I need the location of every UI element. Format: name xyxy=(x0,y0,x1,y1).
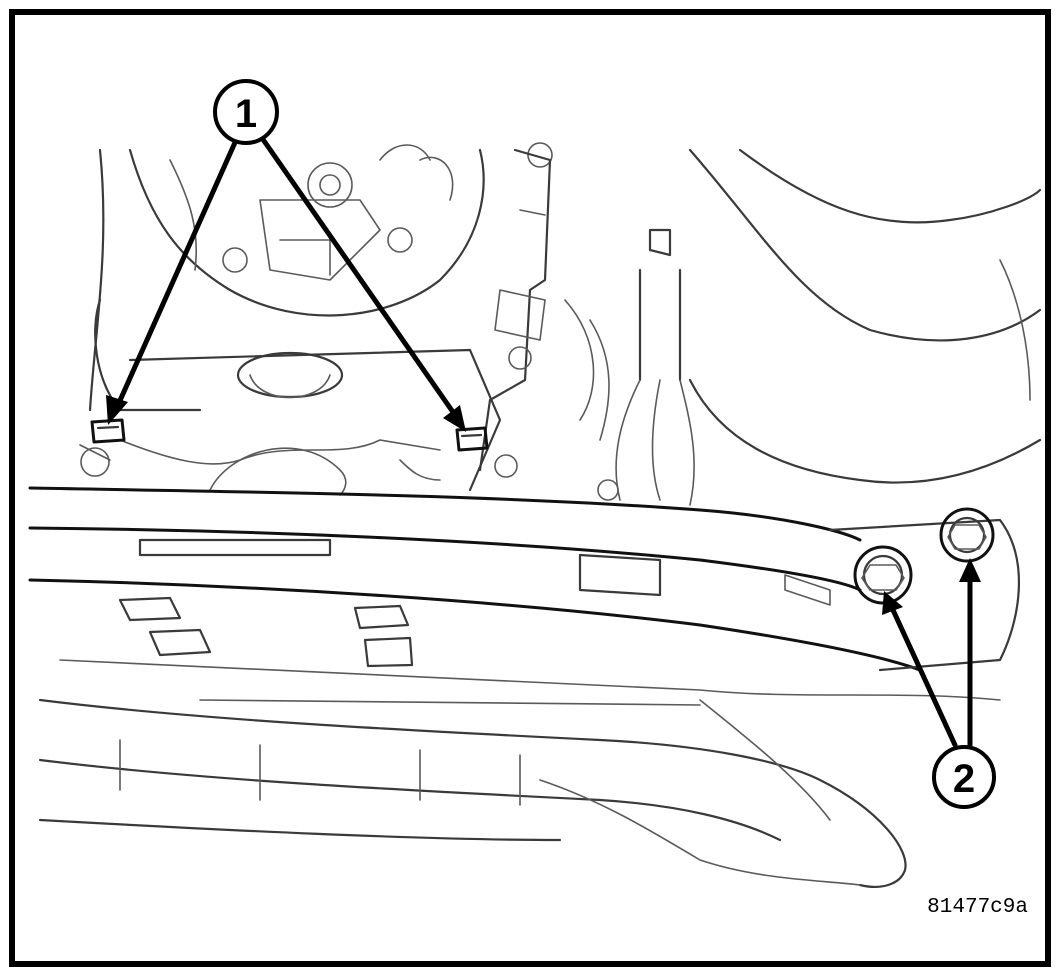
callout-2: 2 xyxy=(932,745,996,809)
leader-arrows-1 xyxy=(106,135,466,432)
engine-background xyxy=(88,142,553,412)
mount-bracket xyxy=(478,148,619,501)
leader-arrows-2 xyxy=(882,558,981,748)
figure-id-label: 81477c9a xyxy=(927,896,1028,919)
callout-1: 1 xyxy=(213,79,279,145)
transmission-housing xyxy=(688,148,1042,484)
callout-1-label: 1 xyxy=(235,92,257,136)
nut-right xyxy=(455,426,489,452)
nut-group-1 xyxy=(90,418,489,452)
figure-border xyxy=(9,9,1051,967)
nut-left xyxy=(90,418,126,444)
crossmember xyxy=(28,486,1021,701)
callout-2-label: 2 xyxy=(953,757,975,801)
bolt-right xyxy=(939,507,995,563)
wire-harness xyxy=(615,228,695,506)
lower-pan xyxy=(38,698,907,888)
upper-plate xyxy=(79,348,502,496)
